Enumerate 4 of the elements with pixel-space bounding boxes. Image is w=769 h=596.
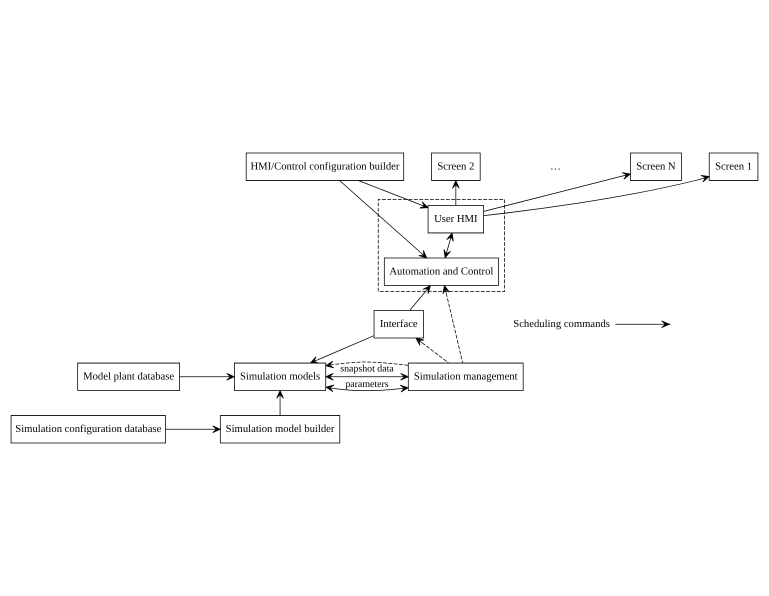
label: … bbox=[550, 162, 561, 173]
edge-label: snapshot data bbox=[340, 364, 394, 375]
node-text: Scheduling commands bbox=[513, 319, 610, 330]
edge-label: parameters bbox=[345, 378, 389, 390]
